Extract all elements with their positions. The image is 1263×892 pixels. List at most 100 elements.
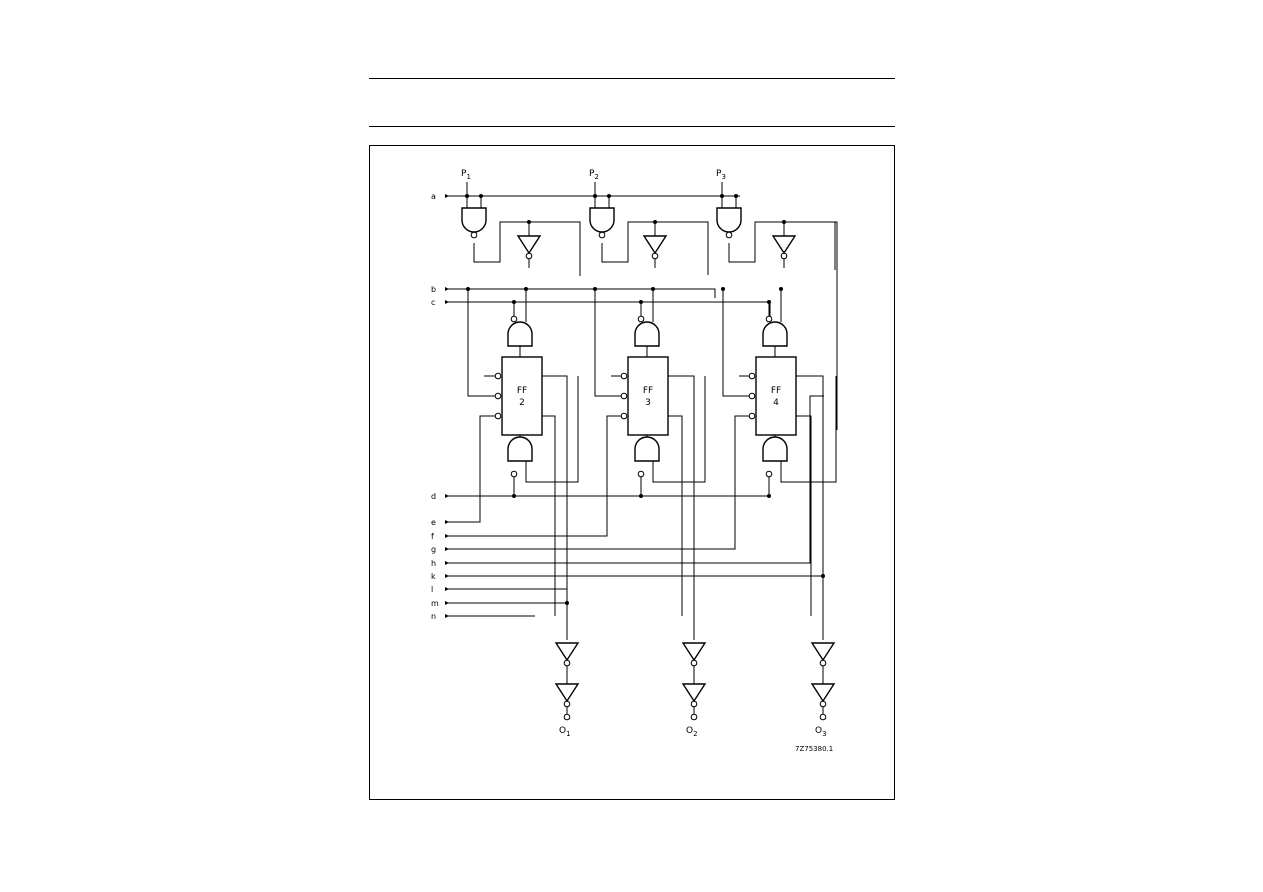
junction-dot <box>565 601 569 605</box>
junction-dot <box>512 494 516 498</box>
junction-dot <box>527 220 531 224</box>
preset-nand-gate-3 <box>716 207 742 233</box>
preset-label-p3-subscript: 3 <box>721 173 725 181</box>
input-label-f: f <box>431 532 434 541</box>
output-buffer-b-3 <box>810 683 836 703</box>
header-rule-top <box>369 78 895 79</box>
output-label-o1: O1 <box>559 726 571 738</box>
input-label-a: a <box>431 192 436 201</box>
junction-dot <box>651 287 655 291</box>
input-label-c: c <box>431 298 435 307</box>
inverter-buffer-2 <box>642 235 668 255</box>
input-arrow <box>445 547 449 551</box>
flip-flop-number-2: 3 <box>645 398 651 408</box>
preset-label-p2: P2 <box>589 169 599 181</box>
inversion-bubble <box>651 252 659 260</box>
inversion-bubble <box>819 700 827 708</box>
set-and-gate-1 <box>507 321 533 347</box>
figure-code: 7Z75380.1 <box>795 745 833 753</box>
input-label-b: b <box>431 285 436 294</box>
junction-dot <box>782 220 786 224</box>
inversion-bubble <box>494 412 502 420</box>
inversion-bubble <box>748 372 756 380</box>
inversion-bubble <box>494 372 502 380</box>
input-arrow <box>445 534 449 538</box>
flip-flop-number-3: 4 <box>773 398 779 408</box>
wire <box>448 415 624 537</box>
input-arrow <box>445 494 449 498</box>
junction-dot <box>593 194 597 198</box>
input-arrow <box>445 561 449 565</box>
preset-nand-gate-1 <box>461 207 487 233</box>
input-label-g: g <box>431 545 436 554</box>
inversion-bubble <box>748 412 756 420</box>
inversion-bubble <box>598 231 606 239</box>
junction-dot <box>821 574 825 578</box>
junction-dot <box>720 194 724 198</box>
input-label-m: m <box>431 599 439 608</box>
output-buffer-a-2 <box>681 642 707 662</box>
inversion-bubble <box>690 713 698 721</box>
reset-and-gate-1 <box>507 436 533 462</box>
output-buffer-b-2 <box>681 683 707 703</box>
inversion-bubble <box>494 392 502 400</box>
junction-dot <box>779 287 783 291</box>
junction-dot <box>734 194 738 198</box>
figure-frame <box>369 145 895 800</box>
inversion-bubble <box>819 659 827 667</box>
wire <box>668 375 695 640</box>
wire <box>652 376 706 483</box>
inversion-bubble <box>725 231 733 239</box>
output-label-o3-subscript: 3 <box>822 730 826 738</box>
input-label-k: k <box>431 572 436 581</box>
wire <box>722 289 749 397</box>
preset-label-p1-subscript: 1 <box>466 173 470 181</box>
inversion-bubble <box>525 252 533 260</box>
flip-flop-number-1: 2 <box>519 398 525 408</box>
reset-and-gate-3 <box>762 436 788 462</box>
wire <box>796 375 824 640</box>
junction-dot <box>767 300 771 304</box>
inversion-bubble <box>563 659 571 667</box>
wire <box>655 221 709 275</box>
wire <box>796 415 812 616</box>
input-arrow <box>445 300 449 304</box>
preset-label-p1: P1 <box>461 169 471 181</box>
preset-label-p2-subscript: 2 <box>594 173 598 181</box>
inversion-bubble <box>620 412 628 420</box>
set-and-gate-3 <box>762 321 788 347</box>
input-label-n: n <box>431 612 436 621</box>
flip-flop-name-1: FF <box>517 386 527 396</box>
inversion-bubble <box>563 700 571 708</box>
junction-dot <box>512 300 516 304</box>
inversion-bubble <box>637 470 645 478</box>
inversion-bubble <box>510 315 518 323</box>
output-label-o1-subscript: 1 <box>566 730 570 738</box>
wire <box>728 221 836 270</box>
input-arrow <box>445 614 449 618</box>
junction-dot <box>524 287 528 291</box>
flip-flop-name-2: FF <box>643 386 653 396</box>
labels: abcdefghklmnP1FF2O1P2FF3O2P3FF4O37Z75380… <box>431 169 833 753</box>
inverter-buffer-3 <box>771 235 797 255</box>
junction-dot <box>639 494 643 498</box>
wire <box>542 415 556 616</box>
input-label-l: l <box>431 585 433 594</box>
input-label-h: h <box>431 559 436 568</box>
junction-dot <box>767 494 771 498</box>
preset-nand-gate-2 <box>589 207 615 233</box>
inversion-bubble <box>765 470 773 478</box>
input-arrow <box>445 601 449 605</box>
junction-dot <box>653 220 657 224</box>
output-label-o3: O3 <box>815 726 827 738</box>
junction-dot <box>607 194 611 198</box>
junction-dot <box>479 194 483 198</box>
set-and-gate-2 <box>634 321 660 347</box>
wire <box>780 376 837 483</box>
junction-dot <box>639 300 643 304</box>
wire <box>448 301 771 318</box>
wiring <box>448 182 838 714</box>
reset-and-gate-2 <box>634 436 660 462</box>
inversion-bubble <box>470 231 478 239</box>
